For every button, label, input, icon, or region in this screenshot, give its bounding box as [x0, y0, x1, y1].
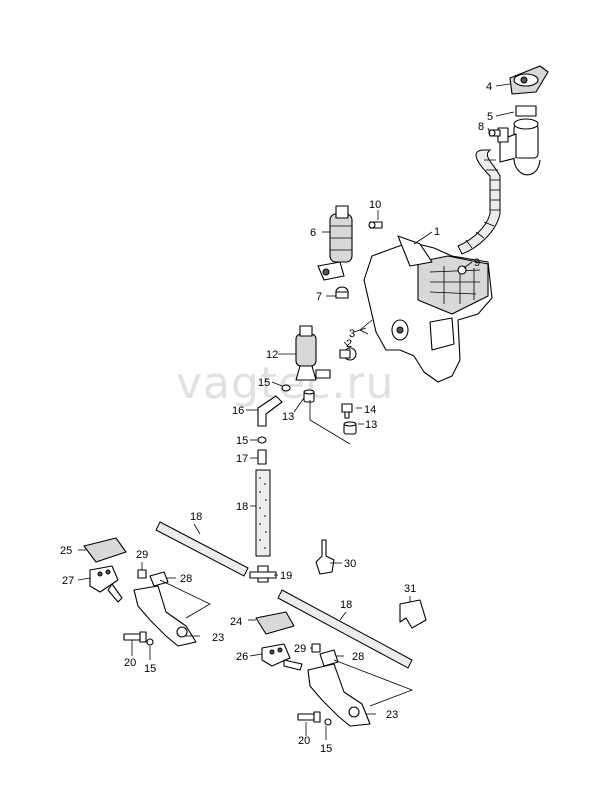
clip-left — [149, 571, 169, 587]
filler-bolt — [488, 129, 501, 137]
grommet-13-upper — [303, 389, 315, 403]
watermark: vagtec.ru — [176, 358, 394, 409]
corrugated-fill-hose — [457, 149, 501, 255]
callout-15c: 15 — [144, 663, 156, 675]
clip-right — [319, 649, 339, 667]
callout-24: 24 — [230, 616, 242, 628]
screw-right — [311, 643, 321, 653]
callout-labels: 1 2 3 4 5 6 7 8 9 10 12 13 13 14 15 15 1… — [60, 81, 493, 755]
nozzle-left — [133, 585, 197, 647]
elbow-connector — [257, 395, 283, 427]
fitting-20-right — [297, 711, 321, 723]
callout-23b: 23 — [386, 709, 398, 721]
callout-13b: 13 — [365, 419, 377, 431]
callout-17: 17 — [236, 453, 248, 465]
callout-16: 16 — [232, 405, 244, 417]
nozzle-right — [307, 663, 371, 727]
callout-1: 1 — [434, 226, 440, 238]
callout-18b: 18 — [190, 511, 202, 523]
oring-15-upper — [281, 384, 291, 392]
hose-clip-30 — [315, 539, 335, 575]
oring-15-mid — [257, 436, 267, 444]
callout-20b: 20 — [298, 735, 310, 747]
callout-15b: 15 — [236, 435, 248, 447]
callout-5: 5 — [487, 111, 493, 123]
leader-lines — [77, 83, 515, 740]
callout-23a: 23 — [212, 632, 224, 644]
callout-7: 7 — [316, 291, 322, 303]
callout-15d: 15 — [320, 743, 332, 755]
hose-18-vertical — [255, 469, 271, 557]
callout-14: 14 — [364, 404, 376, 416]
filler-cap — [509, 65, 549, 95]
grommet-13-lower — [343, 421, 357, 435]
washer-pump-small — [295, 325, 331, 381]
filler-neck — [497, 118, 541, 176]
grommet-2 — [339, 347, 357, 361]
callout-15a: 15 — [258, 377, 270, 389]
callout-8: 8 — [478, 121, 484, 133]
callout-19: 19 — [280, 570, 292, 582]
callout-30: 30 — [344, 558, 356, 570]
cover-cap-right — [255, 611, 295, 635]
callout-2: 2 — [346, 338, 352, 350]
screw-left — [137, 569, 147, 579]
oring-15-right — [324, 718, 332, 726]
callout-9: 9 — [474, 257, 480, 269]
callout-18c: 18 — [340, 599, 352, 611]
hose-18-right — [277, 589, 413, 669]
washer-pump-large — [317, 205, 353, 281]
callout-31: 31 — [404, 583, 416, 595]
callout-28a: 28 — [180, 573, 192, 585]
callout-27: 27 — [62, 575, 74, 587]
t-connector — [249, 565, 277, 583]
grommet-small — [335, 286, 349, 299]
reservoir-bolt — [368, 221, 383, 229]
bracket-right — [261, 643, 303, 671]
callout-18a: 18 — [236, 501, 248, 513]
callout-4: 4 — [486, 81, 492, 93]
cover-cap-left — [83, 537, 127, 563]
callout-25: 25 — [60, 545, 72, 557]
callout-10: 10 — [369, 199, 381, 211]
bracket-31 — [399, 599, 427, 629]
callout-13a: 13 — [282, 411, 294, 423]
washer-reservoir — [363, 235, 493, 383]
plug-14 — [341, 403, 353, 419]
callout-20a: 20 — [124, 657, 136, 669]
callout-29a: 29 — [136, 549, 148, 561]
callout-29b: 29 — [294, 643, 306, 655]
callout-26: 26 — [236, 651, 248, 663]
fitting-20-left — [123, 631, 147, 643]
connector-17 — [257, 449, 267, 465]
callout-3: 3 — [349, 328, 355, 340]
callout-12: 12 — [266, 349, 278, 361]
bracket-left — [89, 565, 123, 603]
filler-seal — [515, 105, 537, 117]
callout-6: 6 — [310, 227, 316, 239]
hose-18-left — [155, 521, 249, 577]
callout-28b: 28 — [352, 651, 364, 663]
oring-15-left — [146, 638, 154, 646]
